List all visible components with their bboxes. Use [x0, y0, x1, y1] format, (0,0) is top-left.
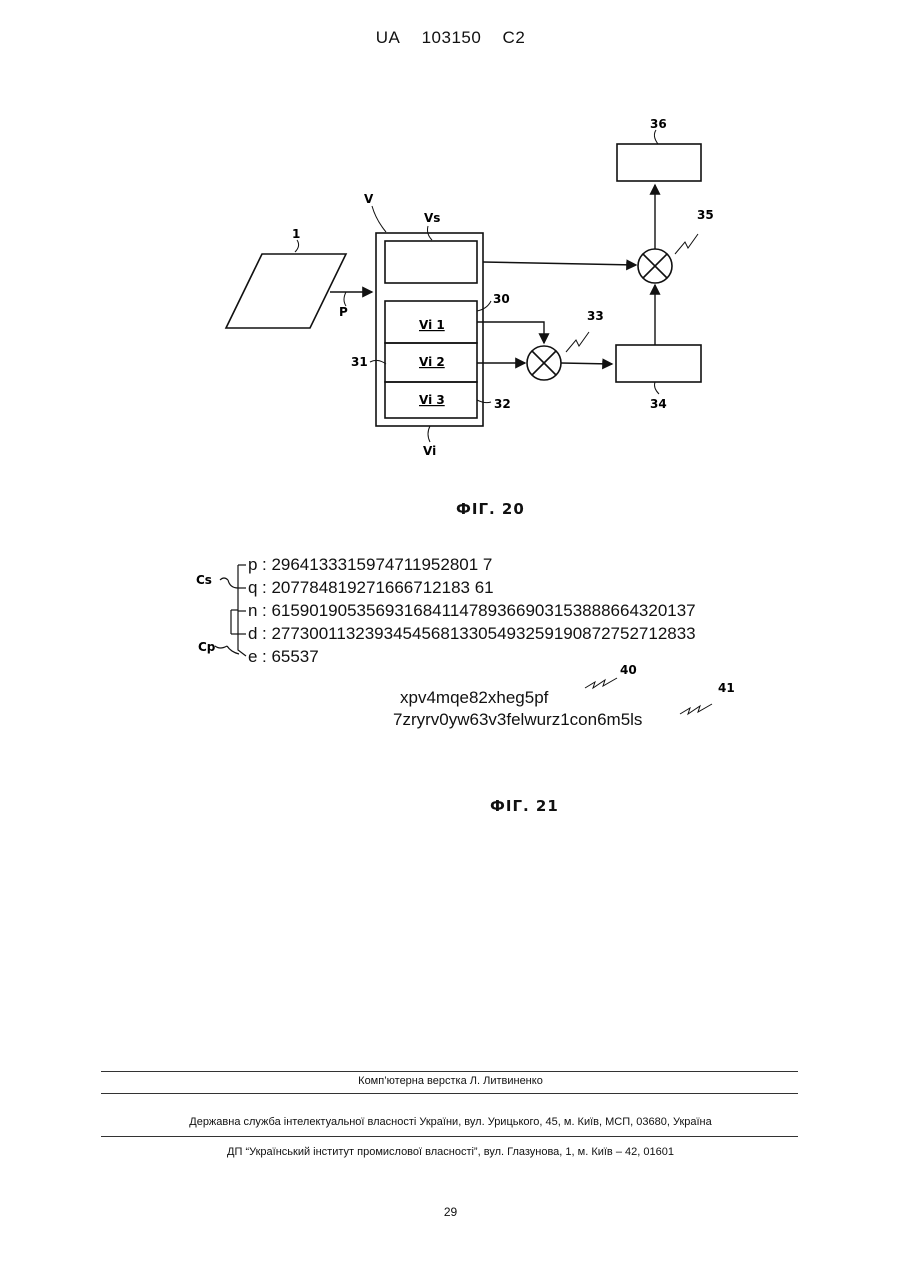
equation-symbol: e [248, 647, 262, 667]
ref-40-leader [585, 678, 617, 688]
arrow-33-to-34 [561, 363, 612, 364]
equation-line-n: n: 6159019053569316841147893669031538886… [248, 601, 696, 621]
equation-line-d: d: 2773001132393454568133054932591908727… [248, 624, 696, 644]
footer-institute: ДП “Український інститут промислової вла… [0, 1146, 901, 1158]
footer-divider [101, 1093, 798, 1094]
figure-21-caption: ФІГ. 21 [490, 797, 559, 815]
ref-p-label: P [339, 305, 348, 319]
box-36 [617, 144, 701, 181]
ref-30-label: 30 [493, 292, 510, 306]
equation-line-e: e: 65537 [248, 647, 319, 667]
code-41: 7zryrv0yw63v3felwurz1con6m5ls [393, 710, 642, 730]
comparator-35 [638, 249, 672, 283]
footer-divider [101, 1071, 798, 1072]
equation-symbol: p [248, 555, 262, 575]
equation-value: : 207784819271666712183 61 [262, 578, 494, 597]
vi3-label: Vi 3 [419, 393, 445, 407]
ref-v-label: V [364, 192, 374, 206]
footer-agency: Державна служба інтелектуальної власност… [0, 1116, 901, 1128]
ref-1-label: 1 [292, 227, 300, 241]
ref-34-label: 34 [650, 397, 667, 411]
ref-33-label: 33 [587, 309, 604, 323]
arrow-vi1-to-33 [477, 322, 544, 343]
arrow-vs-to-35 [483, 262, 636, 265]
box-vs [385, 241, 477, 283]
footer-typesetting: Комп’ютерна верстка Л. Литвиненко [0, 1075, 901, 1087]
ref-32-label: 32 [494, 397, 511, 411]
box-34 [616, 345, 701, 382]
ref-vs-label: Vs [424, 211, 440, 225]
vi2-label: Vi 2 [419, 355, 445, 369]
equation-symbol: q [248, 578, 262, 598]
equation-line-q: q: 207784819271666712183 61 [248, 578, 494, 598]
figure-21-equations: p: 2964133315974711952801 7 q: 207784819… [196, 555, 796, 665]
ref-41-leader [680, 704, 712, 714]
ref-41-label: 41 [718, 681, 735, 695]
equation-symbol: n [248, 601, 262, 621]
page-number: 29 [0, 1205, 901, 1219]
equation-value: : 61590190535693168411478936690315388866… [262, 601, 696, 620]
ref-40-label: 40 [620, 663, 637, 677]
figure-20-caption: ФІГ. 20 [456, 500, 525, 518]
footer-divider [101, 1136, 798, 1137]
comparator-33 [527, 346, 561, 380]
ref-36-label: 36 [650, 117, 667, 131]
vi1-label: Vi 1 [419, 318, 445, 332]
equation-symbol: d [248, 624, 262, 644]
equation-value: : 27730011323934545681330549325919087275… [262, 624, 696, 643]
ref-35-label: 35 [697, 208, 714, 222]
card-parallelogram [226, 254, 346, 328]
ref-vi-label: Vi [423, 444, 436, 458]
equation-line-p: p: 2964133315974711952801 7 [248, 555, 492, 575]
equation-value: : 2964133315974711952801 7 [262, 555, 492, 574]
code-40: xpv4mqe82xheg5pf [400, 688, 548, 708]
equation-value: : 65537 [262, 647, 319, 666]
ref-31-label: 31 [351, 355, 368, 369]
